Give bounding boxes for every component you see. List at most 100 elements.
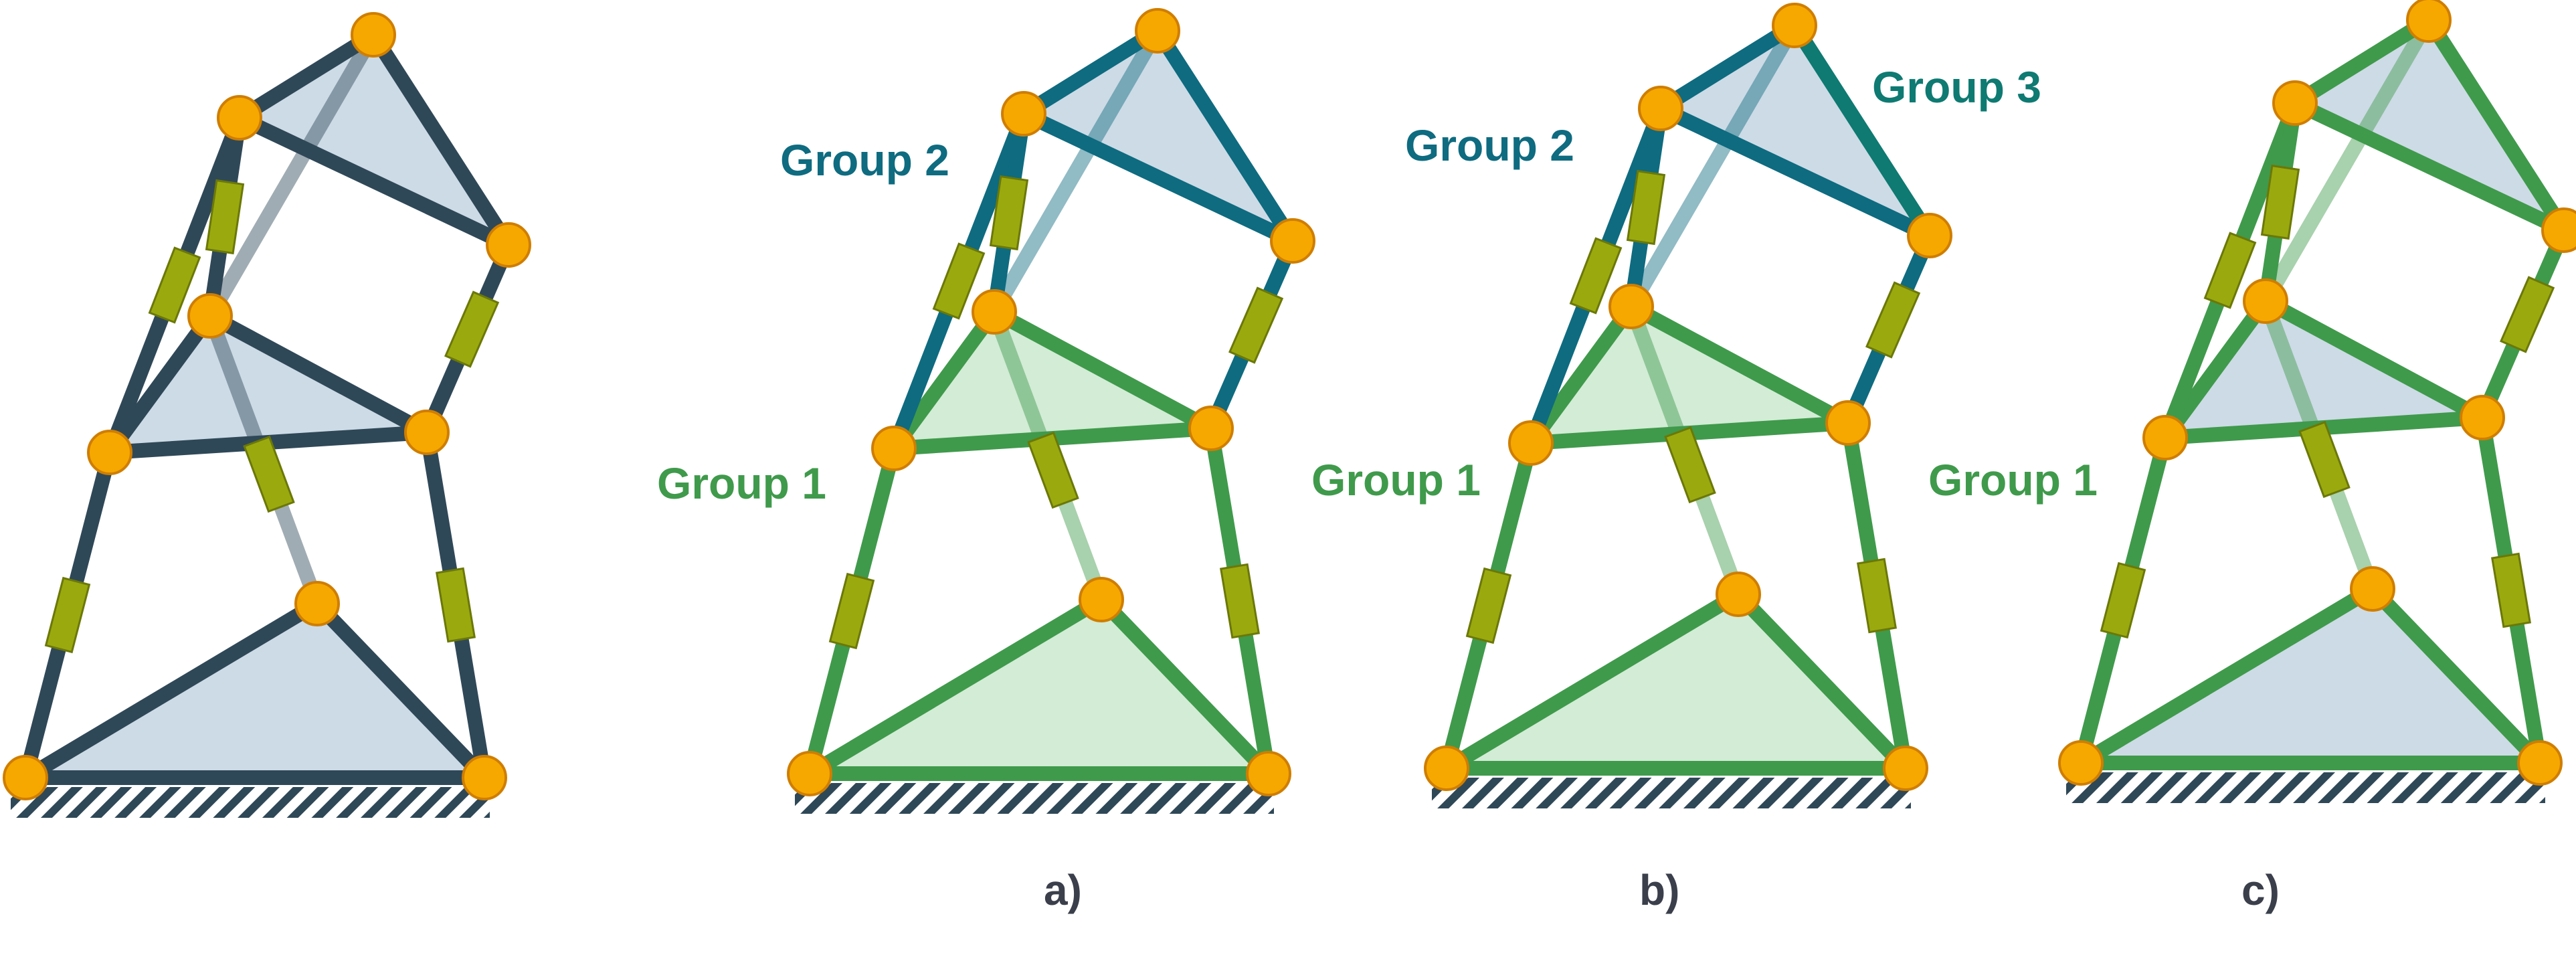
actuator <box>435 567 476 643</box>
actuator <box>444 290 500 368</box>
joint-node <box>972 289 1017 335</box>
joint-node <box>87 430 132 475</box>
actuator <box>2500 276 2555 353</box>
caption-c: c) <box>2241 866 2280 914</box>
joint-node <box>3 755 48 800</box>
joint-node <box>1508 420 1554 466</box>
bottom-platform-edge <box>1439 587 1746 776</box>
ground-hatch <box>795 783 1274 814</box>
joint-node <box>1135 8 1180 54</box>
joint-node <box>1246 751 1291 796</box>
caption-a: a) <box>1044 866 1082 914</box>
bottom-platform-edge <box>1731 587 1913 776</box>
joint-node <box>486 222 531 268</box>
actuator <box>148 246 201 324</box>
panel-a <box>787 8 1315 814</box>
bottom-platform-edge <box>1094 592 1276 781</box>
joint-node <box>404 410 450 455</box>
top-platform-face <box>1661 25 1930 236</box>
joint-node <box>1270 218 1315 264</box>
actuator <box>1219 563 1261 639</box>
panel-b-label-group1: Group 1 <box>1311 455 1481 505</box>
actuator <box>1228 286 1284 364</box>
panel-b-label-group2: Group 2 <box>1405 120 1574 170</box>
middle-platform-edge <box>203 309 434 440</box>
middle-platform-edge <box>1524 299 1639 450</box>
joint-node <box>1883 746 1928 791</box>
middle-platform-edge <box>987 305 1218 436</box>
middle-platform-edge <box>2158 294 2273 445</box>
middle-platform-edge <box>102 309 217 460</box>
actuator <box>989 175 1029 251</box>
joint-node <box>1608 284 1654 329</box>
actuator <box>1865 281 1921 359</box>
joint-node <box>1424 746 1469 791</box>
top-platform-face <box>1024 31 1293 241</box>
joint-node <box>1825 400 1871 446</box>
joint-node <box>1716 572 1761 617</box>
actuator <box>2490 552 2532 628</box>
top-back-member <box>987 23 1165 319</box>
panel-a-label-group1: Group 1 <box>657 458 826 508</box>
joint-node <box>2541 207 2576 253</box>
panel-b-label-group3: Group 3 <box>1872 62 2041 112</box>
joint-node <box>787 751 832 796</box>
joint-node <box>187 293 233 339</box>
actuator <box>828 572 875 650</box>
joint-node <box>2243 278 2288 324</box>
joint-node <box>1079 577 1124 622</box>
middle-platform-edge <box>2258 294 2490 425</box>
actuator <box>1027 431 1079 509</box>
top-platform-edge-right <box>1787 18 1937 243</box>
joint-node <box>294 581 340 626</box>
top-platform-edge <box>232 27 381 125</box>
panel-original <box>3 12 531 818</box>
actuator <box>1664 426 1716 504</box>
actuator <box>2100 561 2146 639</box>
joint-node <box>351 12 396 58</box>
top-platform-edge <box>1653 18 1802 116</box>
joint-node <box>1907 213 1952 258</box>
middle-platform-edge <box>1624 299 1855 430</box>
bottom-platform-edge <box>2365 582 2547 770</box>
bottom-platform-face <box>1447 594 1906 768</box>
actuator <box>1465 567 1512 644</box>
top-platform-edge <box>2288 13 2436 110</box>
bottom-platform-edge <box>310 596 492 785</box>
actuator <box>1569 237 1623 315</box>
top-platform-edge <box>232 110 516 252</box>
caption-b: b) <box>1639 866 1679 914</box>
bottom-platform-edge <box>18 596 325 785</box>
joint-node <box>2460 395 2505 440</box>
panel-b <box>1424 3 1952 808</box>
top-back-member <box>2258 13 2436 309</box>
bottom-platform-face <box>810 600 1269 774</box>
top-platform-edge <box>1016 106 1300 248</box>
panel-a-label-group2: Group 2 <box>780 135 949 185</box>
top-platform-edge <box>1016 23 1165 121</box>
joint-node <box>462 755 507 800</box>
joint-node <box>2517 740 2563 786</box>
joint-node <box>2406 0 2452 43</box>
joint-node <box>217 95 262 141</box>
joint-node <box>2350 566 2395 612</box>
actuator <box>44 576 91 654</box>
top-platform-edge-right <box>1150 23 1300 248</box>
actuator <box>205 179 245 255</box>
top-platform-edge <box>2288 96 2571 238</box>
middle-platform-edge <box>887 305 1002 456</box>
top-platform-edge-right <box>366 27 516 252</box>
actuator <box>2298 420 2351 499</box>
joint-node <box>2142 415 2188 460</box>
ground-hatch <box>11 787 490 818</box>
panel-c-label-group1: Group 1 <box>1928 455 2098 505</box>
ground-hatch <box>2066 772 2545 803</box>
top-platform-face <box>240 35 509 245</box>
top-platform-edge-right <box>2421 13 2571 238</box>
joint-node <box>2058 740 2104 786</box>
joint-node <box>1001 91 1046 137</box>
bottom-platform-face <box>25 604 484 778</box>
joint-node <box>871 426 917 471</box>
top-back-member <box>1624 18 1802 314</box>
